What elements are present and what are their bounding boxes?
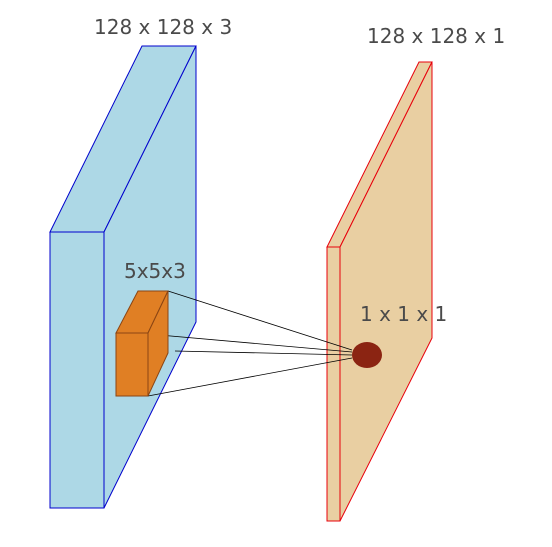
- connection-line: [147, 357, 353, 397]
- connection-line: [147, 333, 353, 353]
- output-unit-dot: [352, 342, 382, 368]
- connection-lines: [147, 290, 353, 397]
- kernel-front-face: [115, 332, 149, 397]
- input-volume: [49, 45, 197, 509]
- output-volume-label: 128 x 128 x 1: [367, 24, 505, 48]
- connection-line: [167, 290, 353, 351]
- output-unit-label: 1 x 1 x 1: [360, 302, 447, 326]
- input-volume-label: 128 x 128 x 3: [94, 15, 232, 39]
- kernel-cube: [115, 290, 169, 397]
- output-volume-front-face: [326, 246, 341, 522]
- output-volume: [326, 61, 433, 522]
- connection-line: [174, 350, 353, 356]
- kernel-label: 5x5x3: [124, 259, 186, 283]
- input-volume-front-face: [49, 231, 105, 509]
